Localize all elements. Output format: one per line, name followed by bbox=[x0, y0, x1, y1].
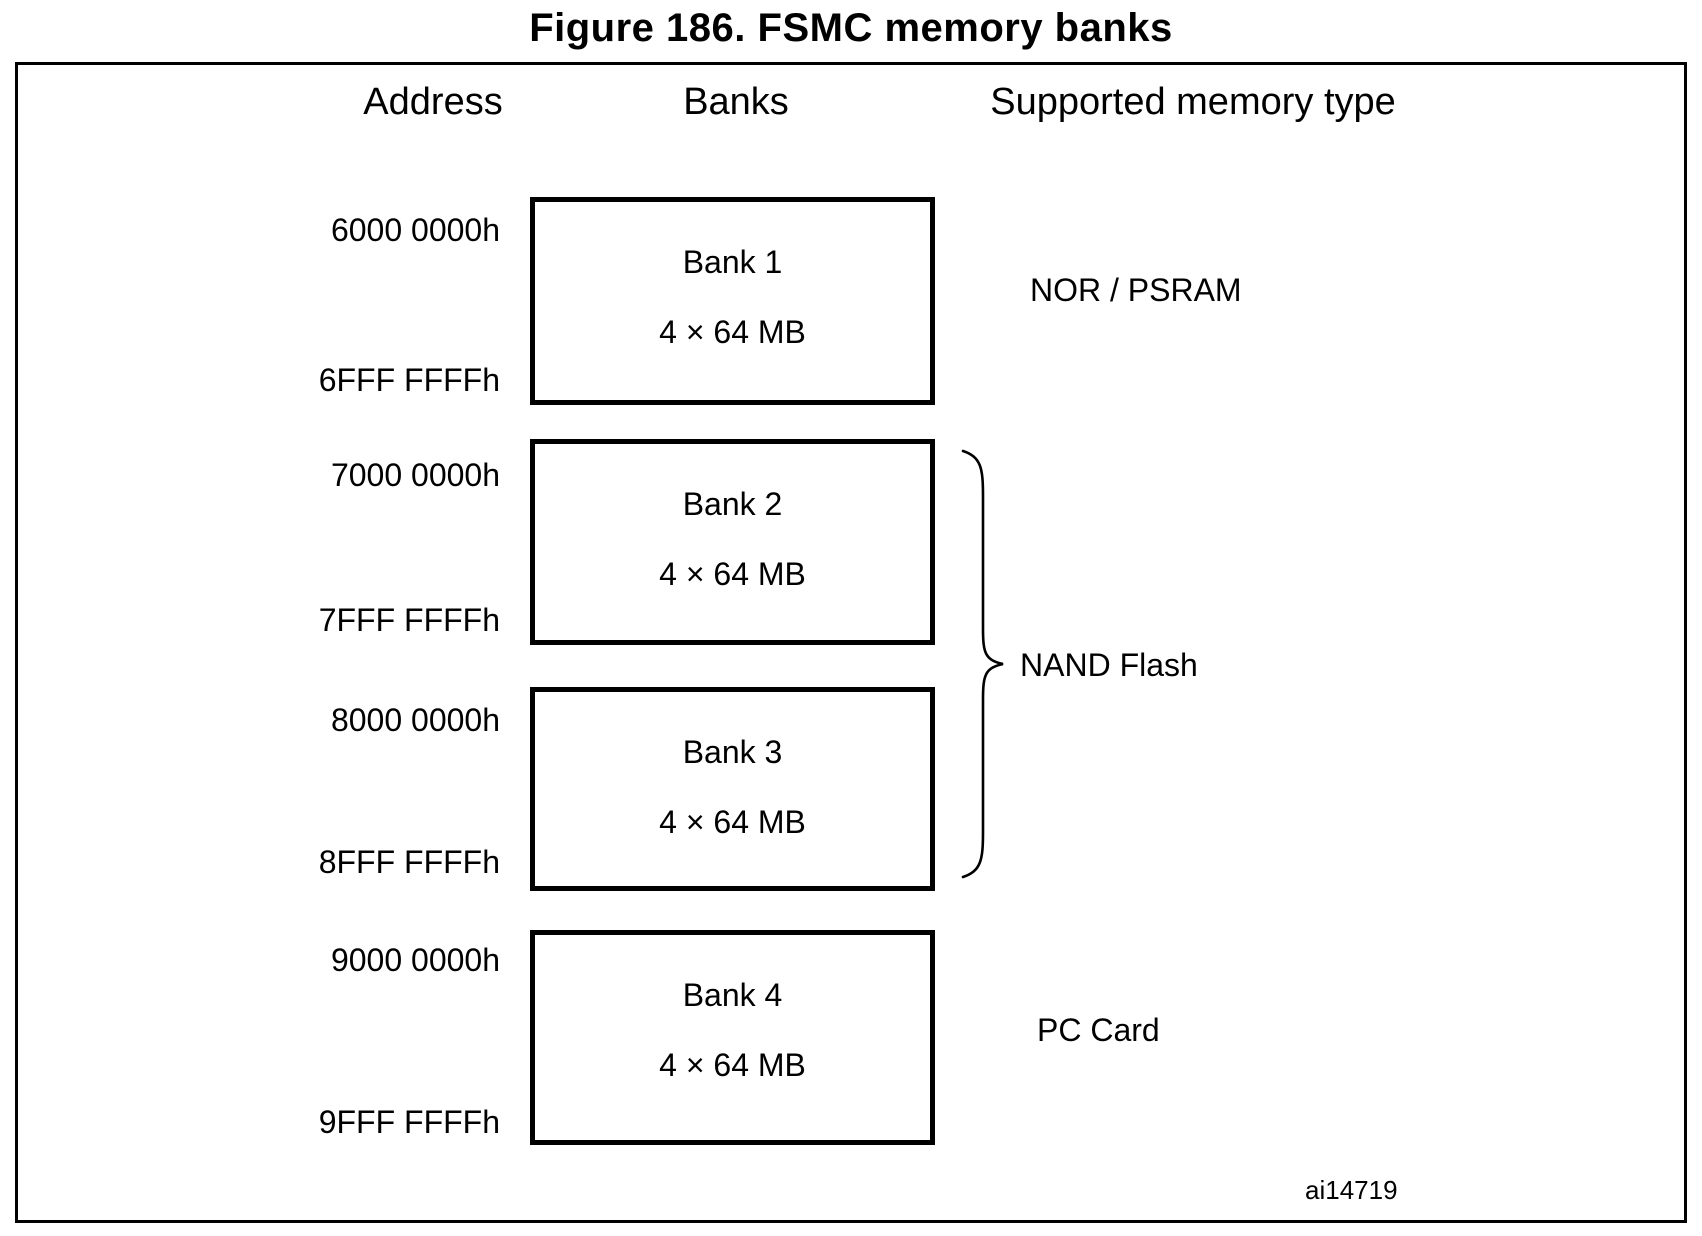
bank3-label: Bank 3 bbox=[682, 734, 783, 770]
bank2-label: Bank 2 bbox=[682, 486, 783, 522]
address-bank1-end: 6FFF FFFFh bbox=[318, 362, 500, 398]
bank4-size: 4 × 64 MB bbox=[659, 1047, 806, 1083]
address-bank4-start: 9000 0000h bbox=[330, 942, 500, 978]
figure-title: Figure 186. FSMC memory banks bbox=[529, 6, 1173, 50]
bank4-box: Bank 4 4 × 64 MB bbox=[530, 930, 935, 1145]
bank2-size: 4 × 64 MB bbox=[659, 556, 806, 592]
column-header-banks: Banks bbox=[683, 81, 789, 123]
bank4-label: Bank 4 bbox=[682, 977, 783, 1013]
bank3-box: Bank 3 4 × 64 MB bbox=[530, 687, 935, 891]
column-header-address: Address bbox=[363, 81, 503, 123]
address-bank2-start: 7000 0000h bbox=[330, 457, 500, 493]
bank1-box: Bank 1 4 × 64 MB bbox=[530, 197, 935, 405]
address-bank2-end: 7FFF FFFFh bbox=[318, 602, 500, 638]
address-bank3-end: 8FFF FFFFh bbox=[318, 844, 500, 880]
address-bank1-start: 6000 0000h bbox=[330, 212, 500, 248]
address-bank4-end: 9FFF FFFFh bbox=[318, 1104, 500, 1140]
bank2-box: Bank 2 4 × 64 MB bbox=[530, 439, 935, 645]
bank3-size: 4 × 64 MB bbox=[659, 804, 806, 840]
memory-type-nor-psram: NOR / PSRAM bbox=[1030, 272, 1242, 308]
memory-type-nand-flash: NAND Flash bbox=[1020, 647, 1198, 683]
figure-border-frame bbox=[15, 62, 1687, 1223]
column-header-memory-type: Supported memory type bbox=[990, 81, 1396, 123]
bank1-label: Bank 1 bbox=[682, 244, 783, 280]
nand-flash-brace bbox=[961, 449, 1004, 879]
bank1-size: 4 × 64 MB bbox=[659, 314, 806, 350]
figure-id-code: ai14719 bbox=[1305, 1175, 1398, 1205]
address-bank3-start: 8000 0000h bbox=[330, 702, 500, 738]
memory-type-pc-card: PC Card bbox=[1037, 1012, 1160, 1048]
